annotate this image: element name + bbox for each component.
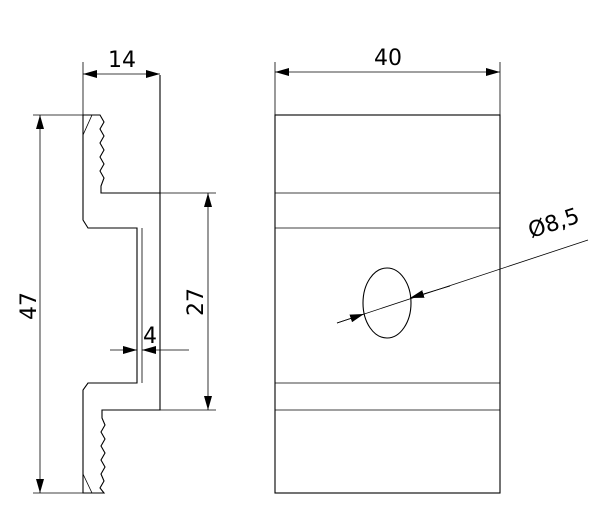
side-profile-outline xyxy=(82,75,161,494)
dim-label-47: 47 xyxy=(17,292,42,320)
side-view: 14 47 27 4 xyxy=(17,48,216,494)
side-profile-chamfer-bottom xyxy=(82,473,93,494)
front-outline xyxy=(274,114,501,494)
dim-label-14: 14 xyxy=(108,48,136,73)
dim-label-hole-diameter: Ø8,5 xyxy=(525,204,582,244)
dim-label-27: 27 xyxy=(184,288,209,316)
front-view: 40 Ø8,5 xyxy=(274,46,589,494)
dim-label-4: 4 xyxy=(143,324,157,349)
dim-arrow-hole-right xyxy=(409,285,451,299)
mounting-hole xyxy=(362,267,412,339)
dim-line-hole-diameter xyxy=(336,239,589,324)
side-profile-chamfer-top xyxy=(82,114,93,136)
dim-label-40: 40 xyxy=(374,46,402,71)
dim-arrow-hole-left xyxy=(336,313,365,324)
